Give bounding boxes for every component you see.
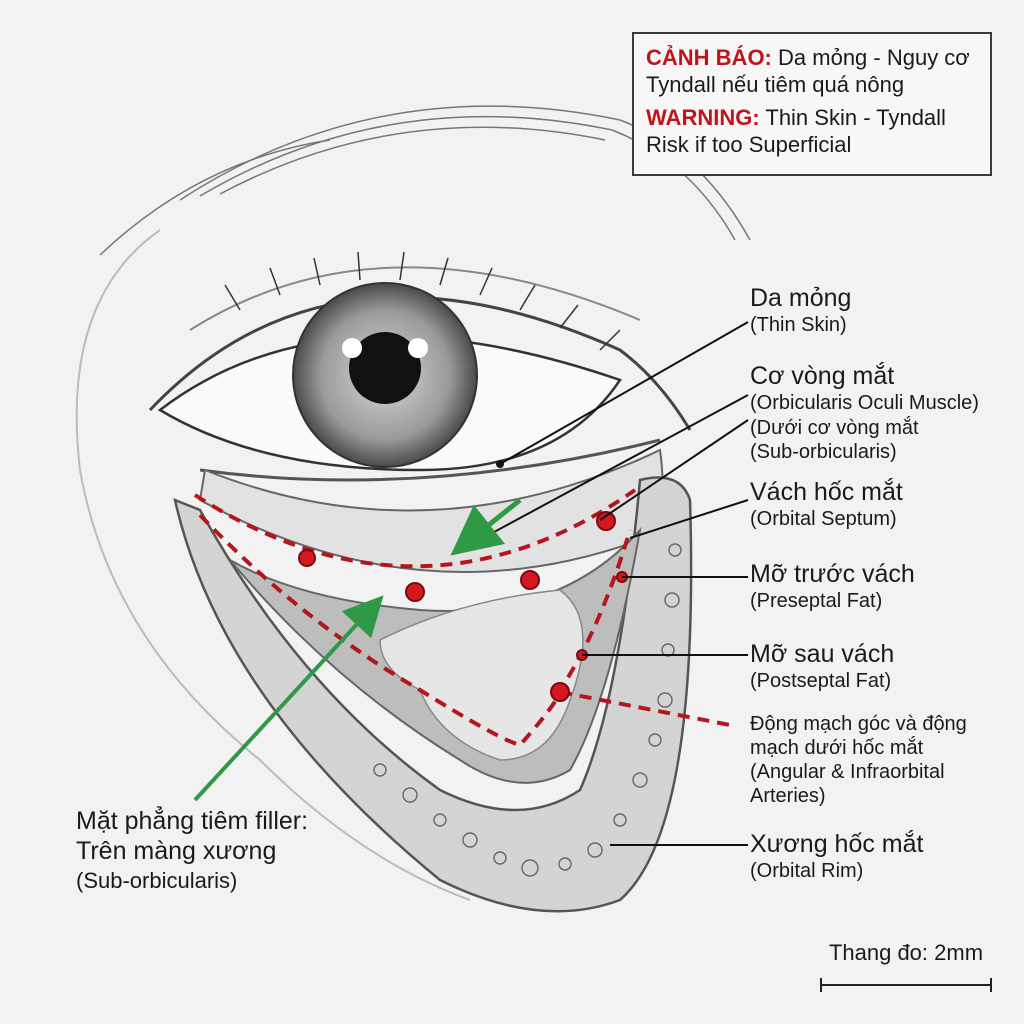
injection-arrows [193, 498, 522, 802]
label-en: (Orbital Septum) [750, 508, 897, 530]
label-vi: Mỡ trước vách [750, 560, 915, 588]
warning-en-prefix: WARNING: [646, 105, 760, 130]
label-vi: Động mạch góc và động mạch dưới hốc mắt [750, 713, 967, 759]
plane-line1: Mặt phẳng tiêm filler: [76, 807, 309, 835]
label-en: (Postseptal Fat) [750, 670, 892, 692]
label-vi: Da mỏng [750, 284, 852, 312]
label-en: (Orbicularis Oculi Muscle) [750, 392, 979, 414]
eyebrow [99, 105, 751, 256]
plane-line3: (Sub-orbicularis) [76, 868, 238, 893]
warning-vi-prefix: CẢNH BÁO: [646, 45, 772, 70]
scale-label: Thang đo: 2mm [828, 940, 984, 965]
label-orbital-septum: Vách hốc mắt (Orbital Septum) [750, 478, 903, 531]
label-vi: (Dưới cơ vòng mắt [750, 417, 919, 439]
lower-eyelid [199, 438, 661, 482]
label-orbicularis: Cơ vòng mắt (Orbicularis Oculi Muscle) [750, 362, 979, 415]
warning-en-text: Thin Skin - Tyndall Risk if too Superfic… [646, 105, 946, 157]
label-thin-skin: Da mỏng (Thin Skin) [750, 284, 851, 337]
label-en: (Sub-orbicularis) [750, 441, 897, 463]
label-postseptal-fat: Mỡ sau vách (Postseptal Fat) [750, 640, 894, 693]
label-preseptal-fat: Mỡ trước vách (Preseptal Fat) [750, 560, 915, 613]
label-orbital-rim: Xương hốc mắt (Orbital Rim) [750, 830, 924, 883]
artery-points [298, 511, 628, 702]
eyelashes [224, 251, 621, 351]
warning-vi-text: Da mỏng - Nguy cơ Tyndall nếu tiêm quá n… [646, 45, 970, 97]
bone-texture [373, 543, 682, 877]
upper-eyelid [148, 295, 692, 431]
label-en: (Preseptal Fat) [750, 590, 883, 612]
artery-paths [193, 488, 731, 748]
injection-plane-label: Mặt phẳng tiêm filler: Trên màng xương (… [76, 806, 308, 896]
warning-box: CẢNH BÁO: Da mỏng - Nguy cơ Tyndall nếu … [632, 32, 992, 176]
label-vi: Vách hốc mắt [750, 478, 903, 506]
plane-line2: Trên màng xương [76, 837, 277, 865]
orbital-rim [173, 476, 693, 913]
label-en: (Angular & Infraorbital Arteries) [750, 761, 945, 807]
label-arteries: Động mạch góc và động mạch dưới hốc mắt … [750, 712, 1010, 808]
scale-bar [820, 978, 992, 992]
label-en: (Thin Skin) [750, 314, 847, 336]
label-sub-orbicularis: (Dưới cơ vòng mắt (Sub-orbicularis) [750, 416, 919, 464]
label-vi: Xương hốc mắt [750, 830, 924, 858]
leader-lines [469, 321, 749, 846]
label-vi: Mỡ sau vách [750, 640, 895, 668]
face-contour [75, 229, 471, 901]
label-vi: Cơ vòng mắt [750, 362, 895, 390]
pupil [349, 332, 421, 404]
label-en: (Orbital Rim) [750, 860, 864, 882]
